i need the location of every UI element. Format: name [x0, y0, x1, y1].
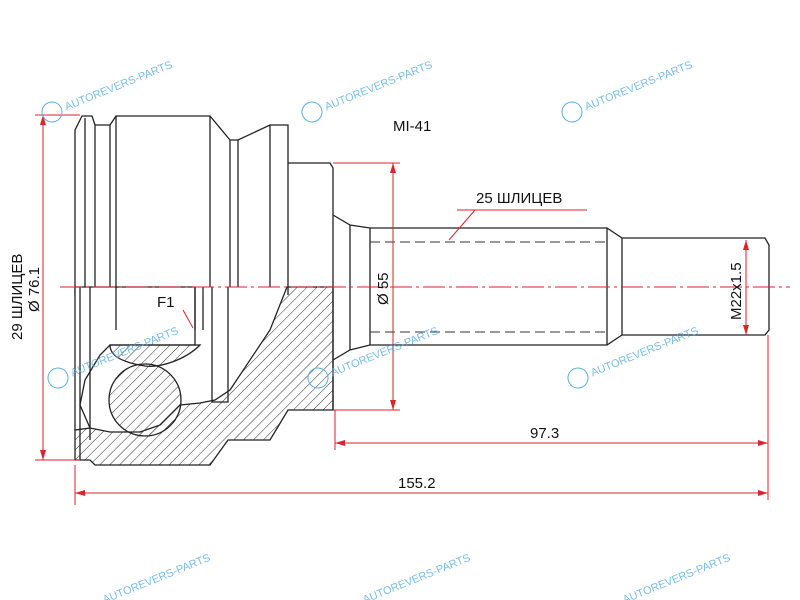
outer-splines-label: 29 ШЛИЦЕВ	[9, 254, 26, 340]
dimension-lines	[35, 114, 769, 505]
svg-text:AUTOREVERS-PARTS: AUTOREVERS-PARTS	[583, 59, 694, 113]
total-length-label: 155.2	[398, 475, 436, 492]
svg-text:AUTOREVERS-PARTS: AUTOREVERS-PARTS	[621, 552, 732, 600]
inner-splines-label: 25 ШЛИЦЕВ	[476, 190, 562, 207]
joint-lower-section	[74, 286, 334, 466]
svg-text:AUTOREVERS-PARTS: AUTOREVERS-PARTS	[589, 325, 700, 379]
svg-text:AUTOREVERS-PARTS: AUTOREVERS-PARTS	[361, 552, 472, 600]
ball	[108, 363, 182, 437]
outer-diameter-label: Ø 76.1	[26, 267, 43, 312]
feature-label: F1	[157, 294, 175, 311]
thread-label: M22x1.5	[728, 262, 745, 320]
seal-diameter-label: Ø 55	[375, 272, 392, 305]
part-number: MI-41	[393, 118, 431, 135]
svg-text:AUTOREVERS-PARTS: AUTOREVERS-PARTS	[101, 552, 212, 600]
svg-text:AUTOREVERS-PARTS: AUTOREVERS-PARTS	[323, 59, 434, 113]
shaft-length-label: 97.3	[530, 425, 559, 442]
svg-text:AUTOREVERS-PARTS: AUTOREVERS-PARTS	[63, 59, 174, 113]
